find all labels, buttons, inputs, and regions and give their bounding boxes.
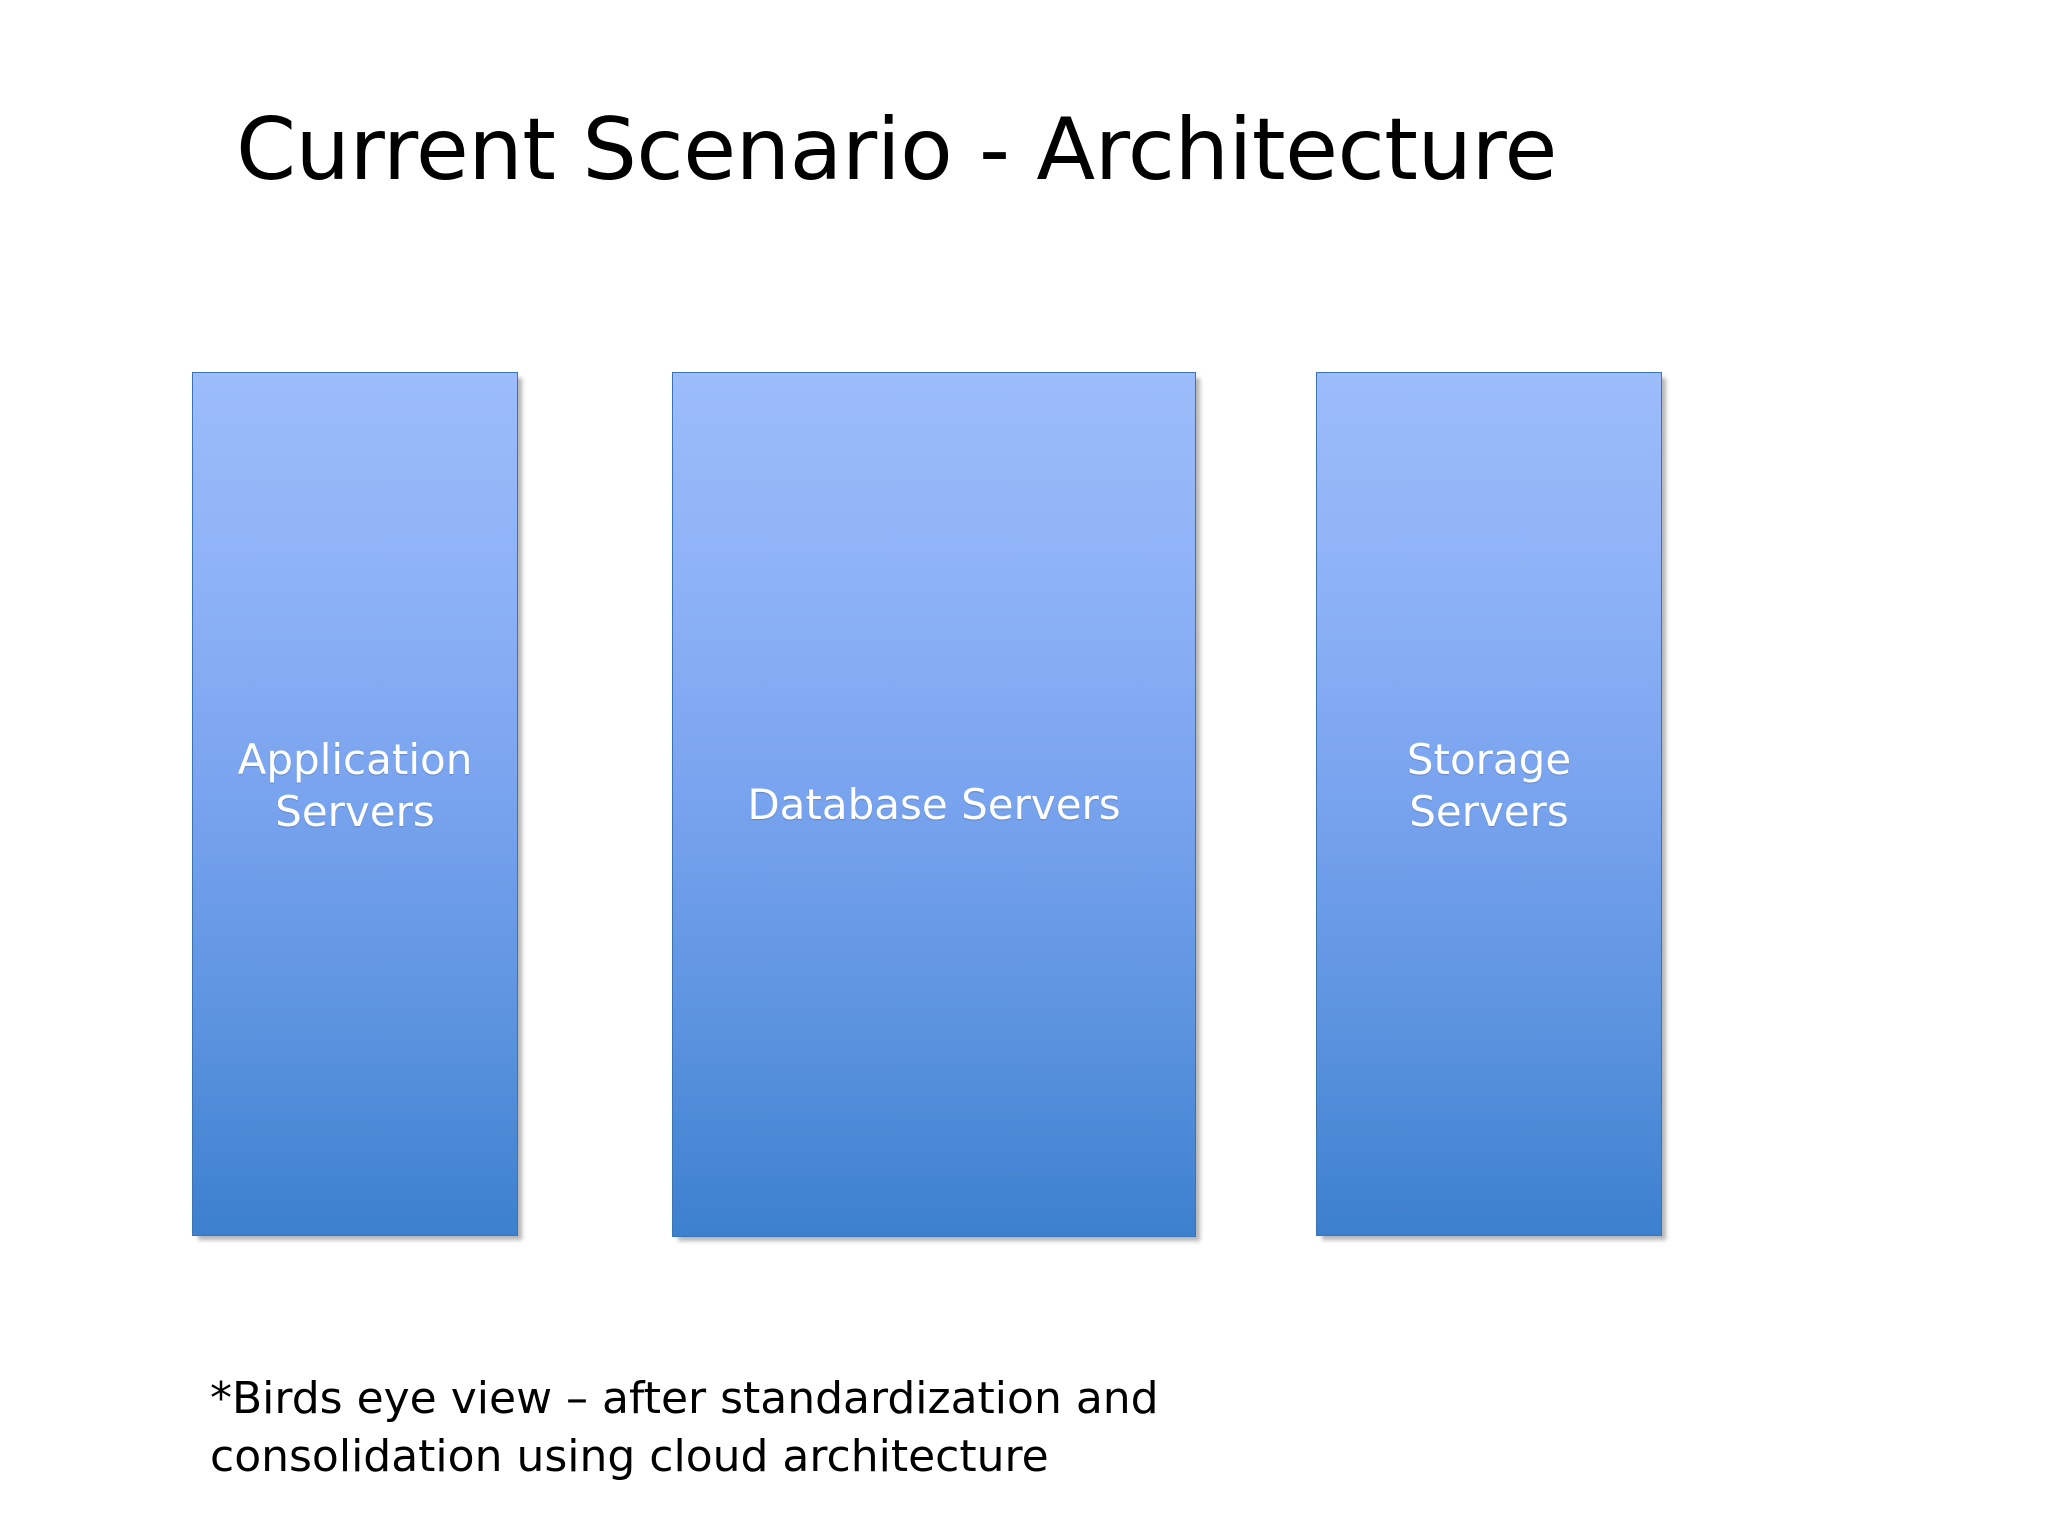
architecture-box-storage-servers[interactable]: Storage Servers <box>1316 372 1662 1236</box>
architecture-box-application-servers[interactable]: Application Servers <box>192 372 518 1236</box>
footnote-text: *Birds eye view – after standardization … <box>210 1373 1159 1482</box>
architecture-box-database-servers[interactable]: Database Servers <box>672 372 1196 1237</box>
architecture-box-label: Application Servers <box>237 735 473 836</box>
architecture-box-label: Storage Servers <box>1406 735 1572 836</box>
architecture-box-label: Database Servers <box>747 779 1121 829</box>
page-title: Current Scenario - Architecture <box>236 100 1557 200</box>
